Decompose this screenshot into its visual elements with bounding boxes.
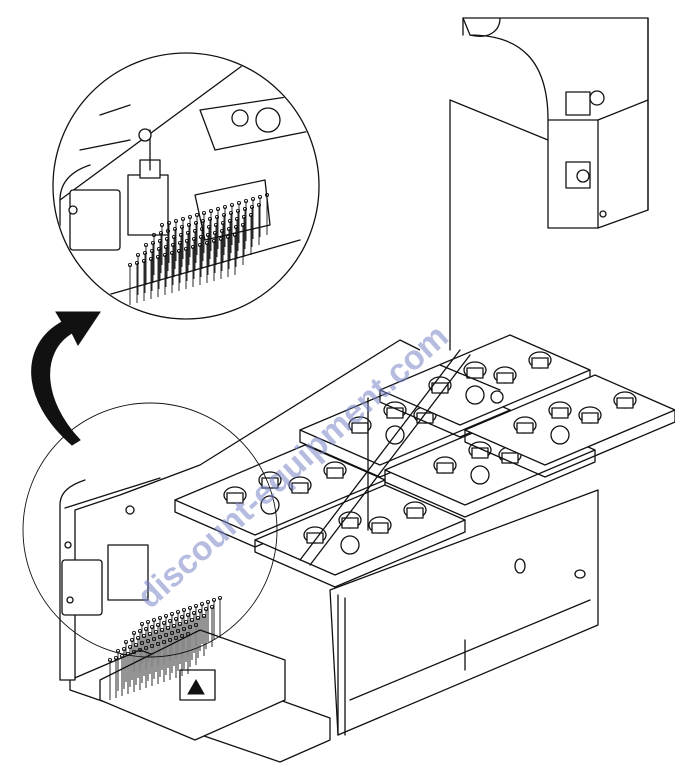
battery-6 [464, 374, 675, 478]
batteries [174, 334, 675, 588]
magnified-detail-inset [52, 52, 320, 320]
curved-arrow-icon [31, 311, 101, 446]
hold-down-bracket [449, 17, 649, 351]
hold-down-rods [299, 349, 504, 566]
magnifier-source-circle [22, 402, 278, 658]
motor-controller [99, 595, 286, 741]
battery-1 [174, 444, 386, 548]
battery-2 [254, 484, 466, 588]
